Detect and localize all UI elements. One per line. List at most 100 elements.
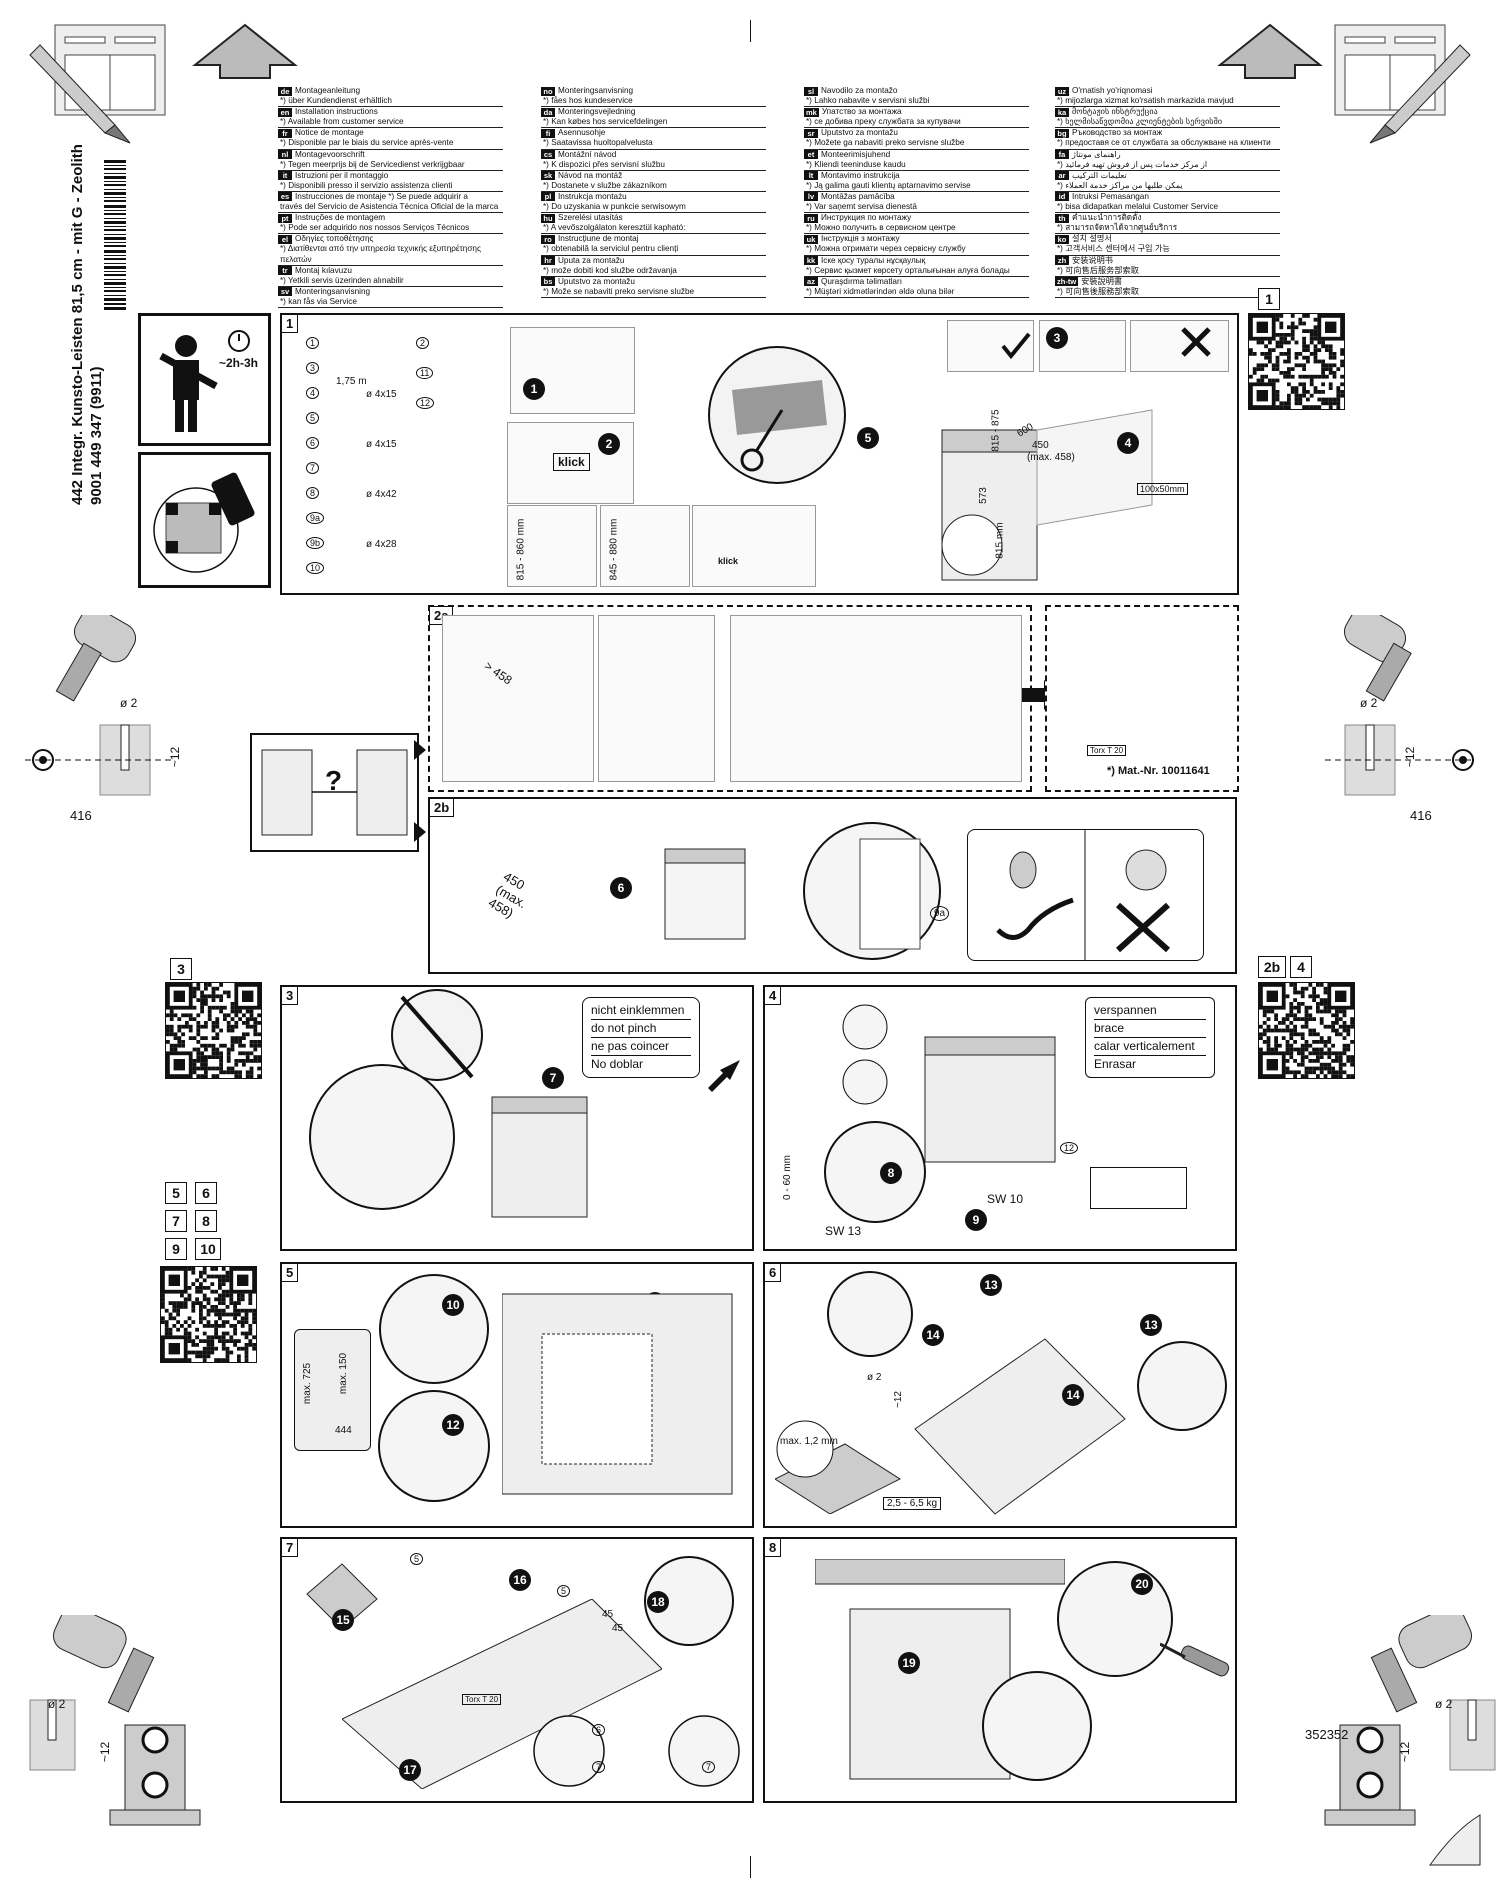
- availability-note: *) Сервис қызмет көрсету орталығынан алу…: [806, 265, 1010, 275]
- hose-routing-detail: [309, 1064, 455, 1210]
- cut-mark: [750, 1856, 751, 1878]
- wrench-size: SW 10: [987, 1192, 1024, 1206]
- qr-code-2b-4[interactable]: [1258, 982, 1355, 1079]
- language-title: Monteringsvejledning: [558, 107, 636, 117]
- language-code: nl: [278, 150, 292, 160]
- language-code: sv: [278, 287, 292, 297]
- language-code: ko: [1055, 234, 1069, 244]
- dishwasher-installed-illustration: [924, 1036, 1056, 1163]
- availability-note: *) Διατίθενται από την υπηρεσία τεχνικής…: [280, 244, 481, 264]
- language-code: mk: [804, 107, 819, 117]
- edge-distance: 416: [1410, 808, 1432, 823]
- worker-icon: [159, 330, 250, 432]
- panel-lift-detail: [982, 1671, 1092, 1781]
- language-title: Monteringsanvisning: [295, 286, 371, 296]
- language-title: คำแนะนำการติดตั้ง: [1072, 213, 1142, 223]
- wrench-size: SW 13: [825, 1224, 862, 1238]
- step-panel-6: 6 ø 2 ~12 max. 1,2 mm 13 13 14 14 2,5 - …: [763, 1262, 1237, 1528]
- part-number: 1: [306, 337, 320, 349]
- language-code: fa: [1055, 150, 1069, 160]
- language-title: Instrukcja montażu: [558, 191, 627, 201]
- language-title: Installation instructions: [295, 107, 378, 117]
- language-code: bg: [1055, 128, 1069, 138]
- step-badge: 8: [880, 1162, 902, 1184]
- step-badge: 6: [610, 877, 632, 899]
- measure-detail: [378, 1390, 490, 1502]
- step-panel-5: 5 10 12 11 max. 725 max. 150 444: [280, 1262, 754, 1528]
- step-badge: 12: [442, 1414, 464, 1436]
- language-title: Istruzioni per il montaggio: [295, 170, 389, 180]
- step-badge: 13: [1140, 1314, 1162, 1336]
- clock-icon: [228, 330, 250, 352]
- cross-icon: [1181, 327, 1211, 357]
- callout-line: calar verticalement: [1094, 1038, 1206, 1056]
- height-range-b: 845 - 880 mm: [600, 505, 690, 587]
- depth-dimension-2b: 450 (max. 458): [486, 869, 537, 924]
- part-size: ø 4x28: [366, 539, 397, 550]
- availability-note: *) Može se nabaviti preko servisne služb…: [543, 286, 695, 296]
- qr-code-1[interactable]: [1248, 313, 1345, 410]
- part-number: 9a: [306, 512, 325, 524]
- front-panel-flat-illustration: [342, 1599, 662, 1789]
- availability-note: *) Disponible par le biais du service ap…: [280, 138, 454, 148]
- part-size: 1,75 m: [336, 376, 367, 387]
- language-title: Uputa za montažu: [558, 255, 625, 265]
- callout-line: do not pinch: [591, 1020, 691, 1038]
- width-dimension: 450: [1032, 440, 1049, 451]
- language-code: pl: [541, 192, 555, 202]
- drill-depth: ~12: [168, 746, 183, 768]
- language-title: تعليمات التركيب: [1072, 170, 1127, 180]
- language-code: it: [278, 171, 292, 181]
- qr-tag: 5: [165, 1182, 187, 1204]
- part-number: 7: [306, 462, 320, 474]
- availability-note: *) über Kundendienst erhältlich: [280, 96, 392, 106]
- panel-number: 5: [281, 1263, 299, 1282]
- language-title: Quraşdırma təlimatları: [821, 276, 902, 286]
- language-title: Monteerimisjuhend: [821, 149, 891, 159]
- language-title: 安裝說明書: [1081, 276, 1123, 286]
- panel-number: 1: [281, 314, 299, 333]
- callout-line: Enrasar: [1094, 1057, 1137, 1071]
- language-code: tr: [278, 266, 292, 276]
- callout-line: No doblar: [591, 1057, 644, 1071]
- availability-note: *) Ją galima gauti klientų aptarnavimo s…: [806, 180, 971, 190]
- language-code: en: [278, 107, 292, 117]
- language-title: Szerelési utasítás: [558, 213, 623, 223]
- language-code: ro: [541, 234, 555, 244]
- document-number: 352352: [1305, 1727, 1349, 1742]
- phone-video-icon: [153, 472, 255, 573]
- qr-code-5-10[interactable]: [160, 1266, 257, 1363]
- language-title: Intruksi Pemasangan: [1072, 191, 1149, 201]
- part-size: ø 4x15: [366, 439, 397, 450]
- qr-code-3[interactable]: [165, 982, 262, 1079]
- part-number: 4: [306, 387, 320, 399]
- language-title: Інструкція з монтажу: [821, 234, 900, 244]
- step-badge: 18: [647, 1591, 669, 1613]
- language-title: Montāžas pamācība: [821, 191, 895, 201]
- availability-note: *) يمكن طلبها من مراكز خدمة العملاء: [1057, 180, 1183, 190]
- language-code: et: [804, 150, 818, 160]
- part-label: 6: [592, 1724, 606, 1736]
- width-max-dimension: (max. 458): [1027, 452, 1075, 463]
- klick-label: klick: [553, 453, 590, 471]
- drill-depth: ~12: [1403, 746, 1418, 768]
